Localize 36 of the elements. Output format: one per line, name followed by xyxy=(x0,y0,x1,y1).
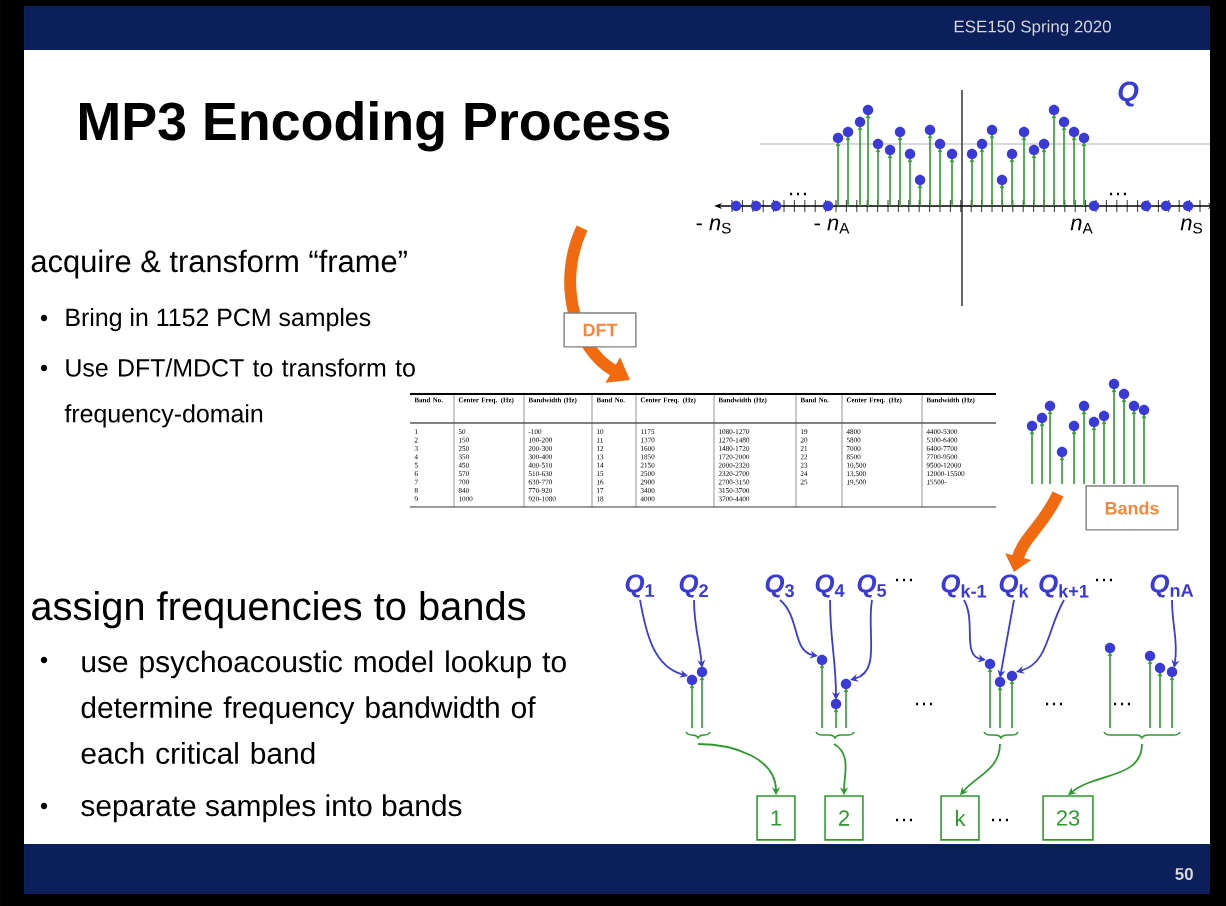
header-text: ESE150 Spring 2020 xyxy=(954,20,1111,36)
ellipsis: … xyxy=(916,702,932,706)
ellipsis: … xyxy=(1046,702,1062,706)
band-box: 23 xyxy=(1042,795,1094,841)
q-label: Q$_{4}$ xyxy=(815,574,845,598)
ellipsis: … xyxy=(896,578,912,582)
leader-arrow xyxy=(1016,599,1065,674)
q-label: Q$_{k+1}$ xyxy=(1039,574,1089,598)
leader-arrow xyxy=(1171,599,1180,668)
q-label: Q$_{k-1}$ xyxy=(941,574,987,598)
leader-arrow xyxy=(850,599,873,682)
leader-arrow xyxy=(639,599,688,678)
bullet-text: Bring in 1152 PCM samples xyxy=(66,307,371,332)
band-box: 1 xyxy=(756,795,796,841)
ellipsis: … xyxy=(896,818,912,822)
ellipsis: … xyxy=(1114,702,1130,706)
q-label: Q$_{3}$ xyxy=(765,574,794,598)
band-box: 2 xyxy=(824,795,864,841)
leader-arrow xyxy=(829,599,841,700)
slide-title: MP3 Encoding Process xyxy=(80,101,670,152)
q-label: Q$_{5}$ xyxy=(857,574,887,598)
section-heading: assign frequencies to bands xyxy=(32,591,526,629)
bullet-text: separate samples into bands xyxy=(81,794,462,823)
band-box: k xyxy=(940,795,980,841)
bullet-text: Use DFT/MDCT to transform to frequency-domain xyxy=(64,358,415,428)
dft-box: DFT xyxy=(563,312,637,348)
leader-arrow xyxy=(693,599,706,668)
ellipsis: … xyxy=(1096,578,1112,582)
section-heading: acquire & transform “frame” xyxy=(31,249,407,279)
q-label: Q$_{nA}$ xyxy=(1150,574,1194,598)
q-label: Q$_{1}$ xyxy=(625,574,655,598)
bands-box: Bands xyxy=(1085,485,1179,531)
q-label: Q$_{k}$ xyxy=(999,574,1029,598)
q-label: Q$_{2}$ xyxy=(679,574,708,598)
page-number: 50 xyxy=(1175,868,1193,880)
ellipsis: … xyxy=(992,818,1008,822)
